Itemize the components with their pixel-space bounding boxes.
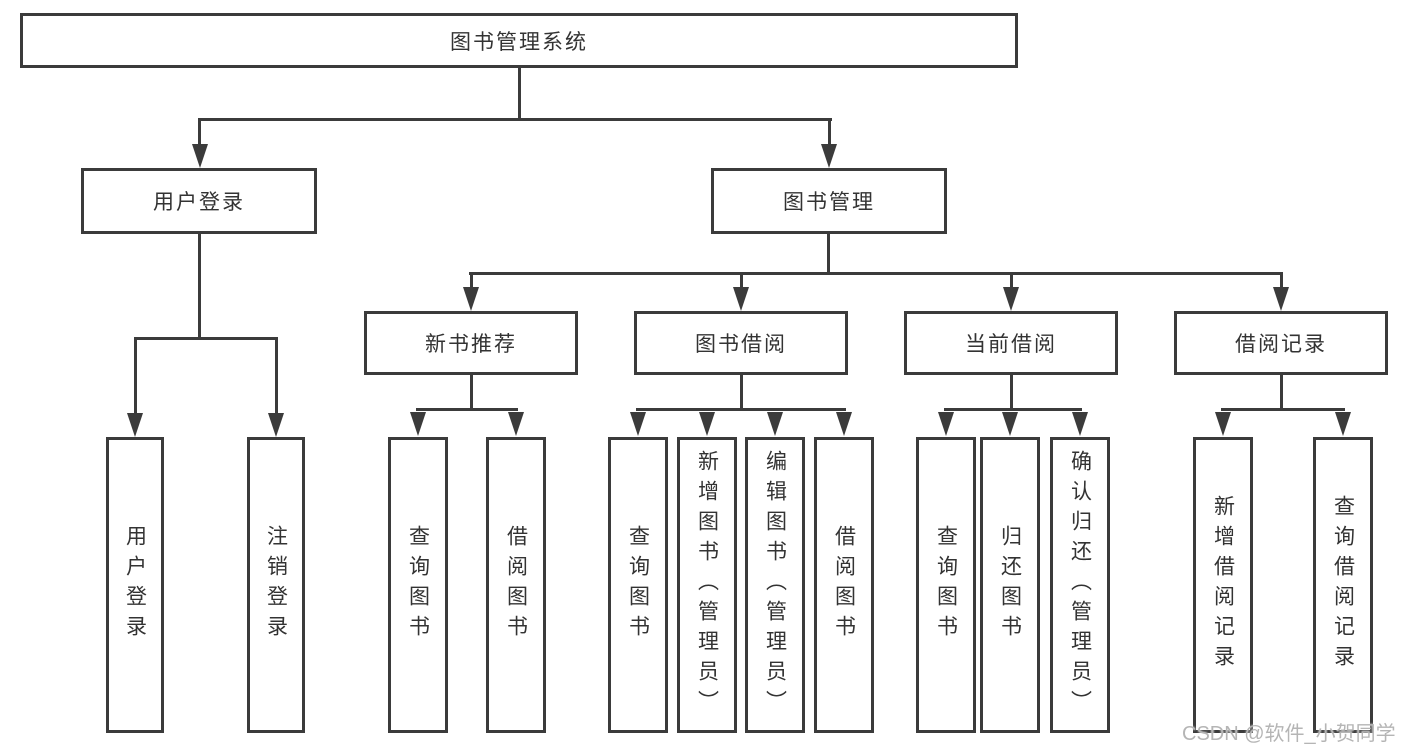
node-library-management-system: 图书管理系统 xyxy=(20,13,1018,68)
leaf-borrow-books: 借阅图书 xyxy=(814,437,874,733)
arrow-down-icon xyxy=(699,412,715,436)
arrow-down-icon xyxy=(1335,412,1351,436)
connector-vline xyxy=(740,375,743,410)
arrow-down-icon xyxy=(1003,287,1019,311)
node-book-borrowing: 图书借阅 xyxy=(634,311,848,375)
leaf-query-books-current: 查询图书 xyxy=(916,437,976,733)
arrow-down-icon xyxy=(1072,412,1088,436)
arrow-down-icon xyxy=(410,412,426,436)
arrow-down-icon xyxy=(127,413,143,437)
leaf-confirm-return-admin: 确认归还（管理员） xyxy=(1050,437,1110,733)
connector-vline xyxy=(1280,272,1283,290)
arrow-down-icon xyxy=(508,412,524,436)
node-new-book-recommendation: 新书推荐 xyxy=(364,311,578,375)
leaf-user-login: 用户登录 xyxy=(106,437,164,733)
arrow-down-icon xyxy=(1273,287,1289,311)
leaf-borrow-books-recommend: 借阅图书 xyxy=(486,437,546,733)
connector-hline xyxy=(944,408,1082,411)
leaf-add-borrow-record: 新增借阅记录 xyxy=(1193,437,1253,733)
leaf-query-books-recommend: 查询图书 xyxy=(388,437,448,733)
connector-hline xyxy=(416,408,518,411)
connector-vline xyxy=(827,234,830,272)
connector-vline xyxy=(1280,375,1283,410)
arrow-down-icon xyxy=(1215,412,1231,436)
arrow-down-icon xyxy=(821,144,837,168)
leaf-add-books-admin: 新增图书（管理员） xyxy=(677,437,737,733)
connector-vline xyxy=(470,272,473,290)
connector-hline xyxy=(198,118,832,121)
connector-hline xyxy=(1221,408,1345,411)
arrow-down-icon xyxy=(733,287,749,311)
node-book-management: 图书管理 xyxy=(711,168,947,234)
leaf-return-books: 归还图书 xyxy=(980,437,1040,733)
arrow-down-icon xyxy=(836,412,852,436)
connector-hline xyxy=(134,337,278,340)
connector-vline xyxy=(275,337,278,415)
leaf-edit-books-admin: 编辑图书（管理员） xyxy=(745,437,805,733)
connector-vline xyxy=(828,118,831,148)
connector-vline xyxy=(198,234,201,337)
connector-hline xyxy=(636,408,846,411)
watermark-text: CSDN @软件_小贺同学 xyxy=(1182,723,1396,745)
arrow-down-icon xyxy=(268,413,284,437)
leaf-logout: 注销登录 xyxy=(247,437,305,733)
connector-vline xyxy=(198,118,201,148)
connector-vline xyxy=(1010,375,1013,410)
arrow-down-icon xyxy=(938,412,954,436)
node-current-borrowing: 当前借阅 xyxy=(904,311,1118,375)
arrow-down-icon xyxy=(463,287,479,311)
leaf-query-borrow-record: 查询借阅记录 xyxy=(1313,437,1373,733)
connector-vline xyxy=(134,337,137,415)
node-borrowing-records: 借阅记录 xyxy=(1174,311,1388,375)
arrow-down-icon xyxy=(192,144,208,168)
arrow-down-icon xyxy=(630,412,646,436)
arrow-down-icon xyxy=(1002,412,1018,436)
node-user-login: 用户登录 xyxy=(81,168,317,234)
connector-vline xyxy=(518,67,521,118)
leaf-query-books-borrow: 查询图书 xyxy=(608,437,668,733)
connector-vline xyxy=(740,272,743,290)
connector-hline xyxy=(469,272,1283,275)
connector-vline xyxy=(1010,272,1013,290)
arrow-down-icon xyxy=(767,412,783,436)
connector-vline xyxy=(470,375,473,410)
